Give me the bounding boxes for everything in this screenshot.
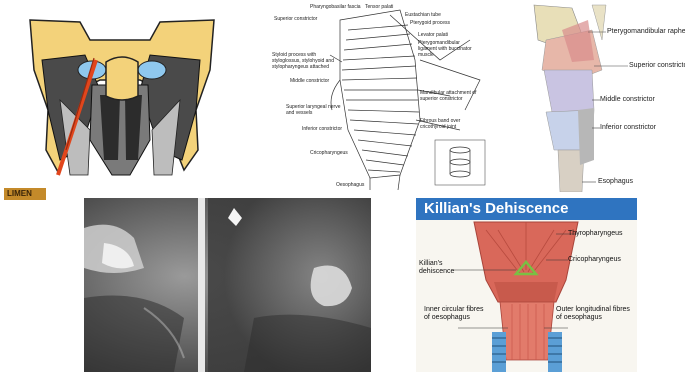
- dehiscence-illustration: [416, 220, 637, 372]
- cross-section-illustration: [0, 0, 235, 188]
- label-esophagus-c: Esophagus: [598, 178, 633, 186]
- label-thyropharyngeus: Thyropharyngeus: [568, 230, 622, 238]
- barium-swallow-xray: [84, 198, 371, 372]
- label-pterygoid-process: Pterygoid process: [410, 20, 450, 26]
- panel-constrictor-line-drawing: Pharyngobasilar fascia Tensor palati Eus…: [270, 0, 530, 192]
- slide-title: Killian's Dehiscence: [424, 200, 568, 218]
- label-oesophagus: Oesophagus: [336, 182, 364, 188]
- label-pterygomandibular-ligament: Pterygomandibular ligament with buccinat…: [418, 40, 480, 58]
- label-inferior-constrictor-c: Inferior constrictor: [600, 124, 656, 132]
- label-middle-constrictor: Middle constrictor: [290, 78, 329, 84]
- label-superior-constrictor: Superior constrictor: [274, 16, 317, 22]
- label-styloid-process: Styloid process with styloglossus, stylo…: [272, 52, 340, 70]
- label-killians-dehiscence: Killian's dehiscence: [419, 260, 459, 276]
- label-pharyngobasilar-fascia: Pharyngobasilar fascia: [310, 4, 361, 10]
- label-fibrous-band: Fibrous band over cricothyroid joint: [420, 118, 482, 130]
- label-levator-palati: Levator palati: [418, 32, 448, 38]
- label-pterygomandibular-raphe: Pterygomandibular raphe: [607, 28, 685, 36]
- label-superior-constrictor-c: Superior constrictor: [629, 62, 685, 70]
- limen-logo-text: LIMEN: [7, 189, 32, 199]
- limen-logo: LIMEN: [4, 188, 46, 200]
- panel-radiograph: [84, 198, 371, 372]
- label-mandibular-attachment: Mandibular attachment of superior constr…: [420, 90, 492, 102]
- label-cricopharyngeus-e: Cricopharyngeus: [568, 256, 621, 264]
- label-superior-laryngeal: Superior laryngeal nerve and vessels: [286, 104, 344, 116]
- panel-killians-dehiscence: Killian's Dehiscence: [416, 198, 637, 372]
- label-middle-constrictor-c: Middle constrictor: [600, 96, 655, 104]
- label-cricopharyngeus: Cricopharyngeus: [310, 150, 348, 156]
- label-eustachian-tube: Eustachian tube: [405, 12, 441, 18]
- panel-cross-section-diagram: [0, 0, 235, 188]
- label-outer-longitudinal-fibres: Outer longitudinal fibres of oesophagus: [556, 306, 636, 322]
- label-inferior-constrictor: Inferior constrictor: [302, 126, 342, 132]
- panel-lateral-color-view: Pterygomandibular raphe Superior constri…: [532, 0, 685, 192]
- label-inner-circular-fibres: Inner circular fibres of oesophagus: [424, 306, 486, 322]
- slide-title-bar: Killian's Dehiscence: [416, 198, 637, 220]
- label-tensor-palati: Tensor palati: [365, 4, 393, 10]
